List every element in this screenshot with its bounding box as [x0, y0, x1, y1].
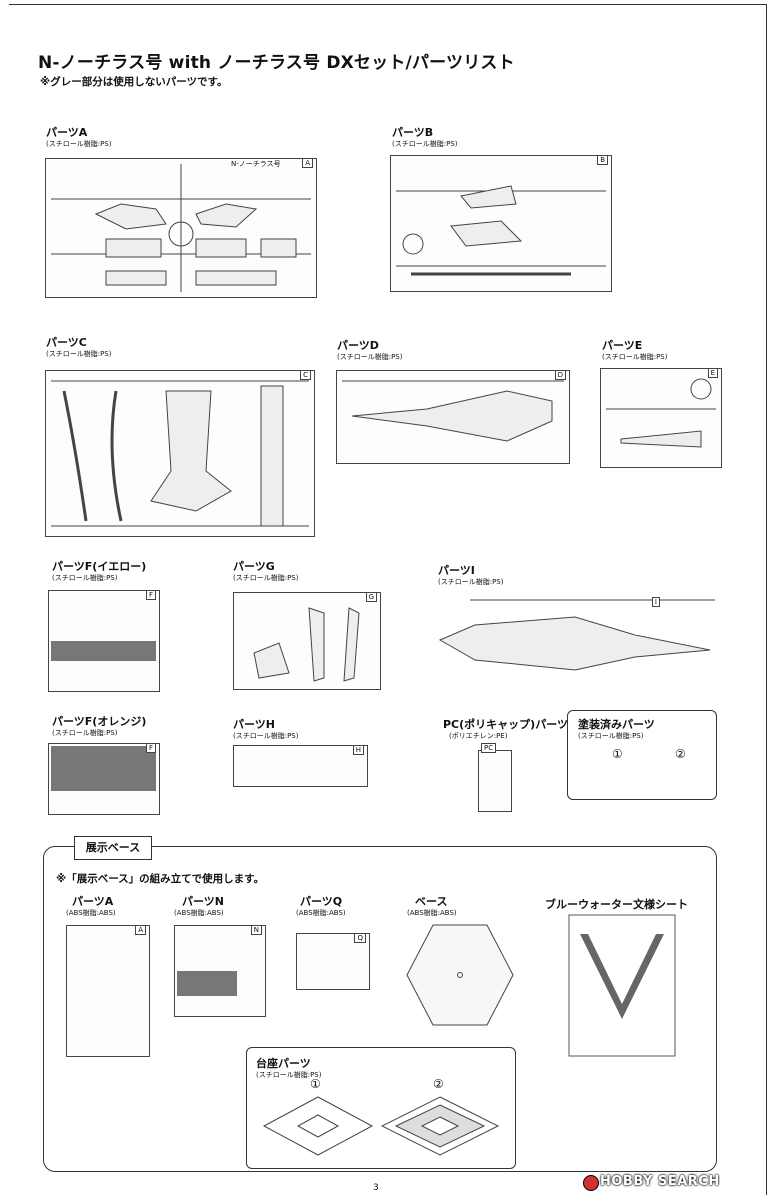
hobby-search-logo-icon — [583, 1175, 599, 1191]
parts-f-orange-material: (スチロール樹脂:PS) — [52, 729, 118, 737]
base-sprue-a: A — [66, 925, 150, 1057]
sprue-h: H — [233, 745, 368, 787]
base-sprue-n: N — [174, 925, 266, 1017]
sprue-d-drawing — [342, 380, 564, 442]
sprue-pc: PC — [478, 743, 512, 812]
parts-f-yellow-label: パーツF(イエロー) — [52, 560, 147, 573]
sprue-f-orange: F — [48, 743, 160, 815]
sprue-a-tag: N-ノーチラス号 — [231, 160, 281, 168]
sprue-g-drawing — [253, 607, 360, 682]
base-sprue-q: Q — [296, 933, 370, 990]
sprue-h-letter: H — [352, 745, 364, 755]
base-parts-q-material: (ABS樹脂:ABS) — [296, 909, 346, 917]
parts-a-label: パーツA — [46, 126, 88, 139]
parts-f-orange-label: パーツF(オレンジ) — [52, 715, 147, 728]
sprue-b-letter: B — [597, 155, 608, 165]
stand-parts-label: 台座パーツ — [256, 1057, 311, 1070]
blue-water-sheet-label: ブルーウォーター文様シート — [545, 898, 688, 911]
display-base-tab: 展示ベース — [74, 836, 152, 860]
stand-parts-box — [246, 1047, 516, 1169]
gray-parts-note: ※グレー部分は使用しないパーツです。 — [40, 76, 228, 88]
sprue-c: C — [45, 370, 315, 537]
parts-g-label: パーツG — [233, 560, 275, 573]
sprue-b: B — [390, 155, 612, 292]
base-sprue-q-letter: Q — [354, 933, 366, 943]
page-number: 3 — [373, 1183, 379, 1193]
stand-parts-material: (スチロール樹脂:PS) — [256, 1071, 322, 1079]
sprue-e-letter: E — [707, 368, 718, 378]
parts-c-label: パーツC — [46, 336, 87, 349]
page-title: N-ノーチラス号 with ノーチラス号 DXセット/パーツリスト — [38, 53, 515, 73]
sprue-d-letter: D — [554, 370, 566, 380]
stand-part-2-number: ② — [433, 1077, 444, 1091]
base-hexagon — [406, 924, 514, 1026]
sprue-e: E — [600, 368, 722, 468]
painted-part-2-number: ② — [675, 747, 686, 761]
parts-b-label: パーツB — [392, 126, 434, 139]
gray-unused-part — [51, 641, 156, 661]
sprue-i-drawing — [438, 599, 715, 671]
hobby-search-logo: HOBBY SEARCH — [600, 1174, 720, 1189]
display-base-note: ※「展示ベース」の組み立てで使用します。 — [56, 873, 265, 885]
sprue-a-drawing — [51, 164, 311, 292]
painted-parts-box — [567, 710, 717, 800]
display-base-section — [43, 846, 717, 1172]
stand-part-1 — [262, 1096, 374, 1156]
sprue-a: A N-ノーチラス号 — [45, 158, 317, 298]
parts-a-material: (スチロール樹脂:PS) — [46, 140, 112, 148]
painted-parts-label: 塗装済みパーツ — [578, 718, 655, 731]
gray-unused-part — [177, 971, 237, 996]
parts-b-material: (スチロール樹脂:PS) — [392, 140, 458, 148]
sprue-c-drawing — [51, 380, 309, 527]
sprue-f-yellow-letter: F — [145, 590, 156, 600]
parts-i-material: (スチロール樹脂:PS) — [438, 578, 504, 586]
painted-parts-material: (スチロール樹脂:PS) — [578, 732, 644, 740]
parts-i-label: パーツI — [438, 564, 475, 577]
parts-e-material: (スチロール樹脂:PS) — [602, 353, 668, 361]
base-parts-n-label: パーツN — [182, 895, 224, 908]
sprue-i-letter: I — [651, 597, 660, 607]
base-parts-a-material: (ABS樹脂:ABS) — [66, 909, 116, 917]
sprue-b-drawing — [396, 185, 606, 276]
parts-pc-material: (ポリエチレン:PE) — [449, 732, 508, 740]
parts-pc-label: PC(ポリキャップ)パーツ — [443, 718, 568, 731]
sprue-e-drawing — [606, 378, 716, 448]
gray-unused-part — [51, 746, 156, 791]
page-frame — [9, 4, 767, 1195]
parts-c-material: (スチロール樹脂:PS) — [46, 350, 112, 358]
blue-water-sheet — [568, 914, 676, 1057]
sprue-d: D — [336, 370, 570, 464]
sprue-i: I — [435, 595, 720, 675]
parts-d-label: パーツD — [337, 339, 379, 352]
base-label: ベース — [415, 895, 448, 908]
parts-d-material: (スチロール樹脂:PS) — [337, 353, 403, 361]
sprue-pc-letter: PC — [481, 743, 497, 753]
base-parts-a-label: パーツA — [72, 895, 114, 908]
parts-f-yellow-material: (スチロール樹脂:PS) — [52, 574, 118, 582]
base-sprue-a-letter: A — [135, 925, 146, 935]
sprue-f-yellow: F — [48, 590, 160, 692]
parts-g-material: (スチロール樹脂:PS) — [233, 574, 299, 582]
base-material: (ABS樹脂:ABS) — [407, 909, 457, 917]
stand-part-2 — [380, 1096, 500, 1156]
painted-part-1-number: ① — [612, 747, 623, 761]
sprue-c-letter: C — [300, 370, 311, 380]
parts-e-label: パーツE — [602, 339, 643, 352]
parts-h-label: パーツH — [233, 718, 275, 731]
parts-h-material: (スチロール樹脂:PS) — [233, 732, 299, 740]
base-sprue-n-letter: N — [250, 925, 262, 935]
base-parts-q-label: パーツQ — [300, 895, 343, 908]
sprue-g: G — [233, 592, 381, 690]
sprue-f-orange-letter: F — [145, 743, 156, 753]
sprue-g-letter: G — [365, 592, 377, 602]
base-parts-n-material: (ABS樹脂:ABS) — [174, 909, 224, 917]
stand-part-1-number: ① — [310, 1077, 321, 1091]
sprue-a-letter: A — [302, 158, 313, 168]
